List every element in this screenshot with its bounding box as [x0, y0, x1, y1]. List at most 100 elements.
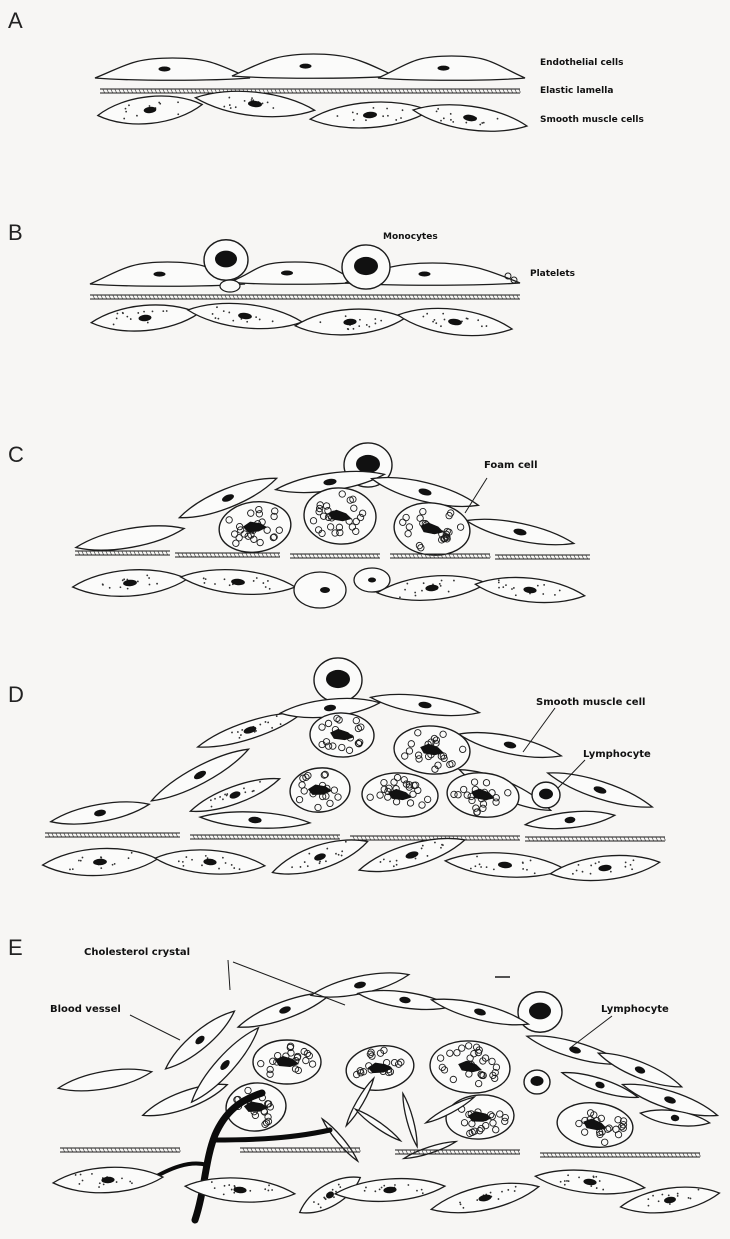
- lamella-hatch: [483, 90, 485, 93]
- lamella-hatch: [283, 90, 285, 93]
- lamella-hatch: [503, 90, 505, 93]
- label-foam-cell: Foam cell: [484, 460, 538, 471]
- lamella-hatch: [119, 90, 121, 93]
- lamella-hatch: [140, 834, 142, 837]
- lamella-hatch: [253, 836, 255, 839]
- lamella-hatch: [349, 555, 351, 558]
- monocyte-nucleus: [354, 257, 378, 275]
- lamella-hatch: [441, 296, 443, 299]
- leader-line: [130, 1015, 180, 1040]
- lamella-hatch: [307, 1149, 309, 1152]
- spindle-cell: [200, 809, 311, 830]
- lamella-hatch: [381, 296, 383, 299]
- lamella-hatch: [632, 838, 634, 841]
- spindle-cell: [524, 807, 615, 832]
- lamella-hatch: [299, 1149, 301, 1152]
- lamella-hatch: [103, 1149, 105, 1152]
- lamella-hatch: [439, 90, 441, 93]
- lamella-hatch: [145, 296, 147, 299]
- lamella-hatch: [198, 554, 200, 557]
- lamella-hatch: [445, 555, 447, 558]
- lamella-hatch: [97, 296, 99, 299]
- lamella-hatch: [221, 836, 223, 839]
- lamella-hatch: [285, 836, 287, 839]
- lamella-hatch: [587, 1154, 589, 1157]
- lamella-hatch: [263, 1149, 265, 1152]
- lamella-hatch: [271, 1149, 273, 1152]
- lamella-hatch: [361, 296, 363, 299]
- lamella-hatch: [391, 90, 393, 93]
- lamella-hatch: [159, 1149, 161, 1152]
- lamella-hatch: [582, 556, 584, 559]
- spindle-cell: [320, 1117, 360, 1163]
- endothelial-cell: [232, 54, 395, 78]
- lamella-hatch: [144, 834, 146, 837]
- lamella-hatch: [555, 1154, 557, 1157]
- lamella-hatch: [538, 556, 540, 559]
- lamella-hatch: [179, 90, 181, 93]
- lamella-hatch: [222, 554, 224, 557]
- foam-cell: [445, 1093, 516, 1142]
- lamella-hatch: [421, 296, 423, 299]
- spindle-cell: [294, 306, 405, 339]
- lamella-hatch: [325, 296, 327, 299]
- lamella-hatch: [154, 552, 156, 555]
- lamella-hatch: [245, 836, 247, 839]
- lamella-hatch: [467, 90, 469, 93]
- lamella-hatch: [190, 554, 192, 557]
- lamella-hatch: [411, 90, 413, 93]
- lamella-hatch: [457, 296, 459, 299]
- lamella-hatch: [507, 90, 509, 93]
- lamella-hatch: [269, 836, 271, 839]
- spindle-cell: [429, 1175, 542, 1221]
- lamella-hatch: [309, 555, 311, 558]
- lamella-hatch: [385, 296, 387, 299]
- lamella-hatch: [135, 1149, 137, 1152]
- lamella-hatch: [415, 90, 417, 93]
- spindle-cell: [90, 301, 200, 336]
- lamella-hatch: [171, 90, 173, 93]
- lamella-hatch: [453, 296, 455, 299]
- lamella-hatch: [498, 556, 500, 559]
- lamella-hatch: [612, 838, 614, 841]
- lamella-hatch: [387, 90, 389, 93]
- lamella-hatch: [435, 90, 437, 93]
- lamella-hatch: [137, 296, 139, 299]
- lamella-hatch: [497, 296, 499, 299]
- lamella-hatch: [397, 296, 399, 299]
- lamella-hatch: [510, 1151, 512, 1154]
- lamella-hatch: [583, 1154, 585, 1157]
- lamella-hatch: [323, 90, 325, 93]
- lamella-hatch: [375, 90, 377, 93]
- label-elastic-lamella: Elastic lamella: [540, 86, 613, 96]
- lamella-hatch: [213, 836, 215, 839]
- lamella-hatch: [289, 836, 291, 839]
- label-cholesterol-crystal: Cholesterol crystal: [84, 947, 190, 958]
- lamella-hatch: [52, 834, 54, 837]
- panel-a-drawing: [95, 54, 529, 138]
- spindle-cell: [376, 571, 488, 604]
- lamella-hatch: [193, 836, 195, 839]
- endothelial-nucleus: [300, 64, 312, 69]
- lamella-hatch: [631, 1154, 633, 1157]
- lamella-hatch: [176, 834, 178, 837]
- spindle-cell: [369, 689, 480, 721]
- lamella-hatch: [648, 838, 650, 841]
- lamella-hatch: [454, 1151, 456, 1154]
- lamella-hatch: [229, 836, 231, 839]
- lamella-hatch: [327, 1149, 329, 1152]
- lamella-hatch: [273, 296, 275, 299]
- lamella-hatch: [656, 838, 658, 841]
- lamella-hatch: [169, 296, 171, 299]
- lamella-hatch: [233, 296, 235, 299]
- lamella-hatch: [48, 834, 50, 837]
- lamella-hatch: [126, 552, 128, 555]
- lamella-hatch: [600, 838, 602, 841]
- lamella-hatch: [151, 90, 153, 93]
- lamella-hatch: [431, 90, 433, 93]
- lamella-hatch: [611, 1154, 613, 1157]
- lamella-hatch: [225, 296, 227, 299]
- lamella-hatch: [245, 296, 247, 299]
- spindle-cell: [444, 849, 565, 881]
- lamella-hatch: [347, 90, 349, 93]
